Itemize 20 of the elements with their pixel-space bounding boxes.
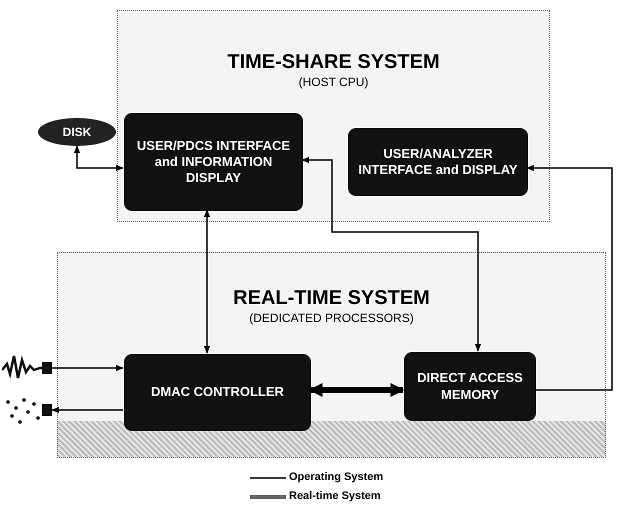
legend-label: Operating System [289, 471, 384, 483]
arrow [52, 364, 124, 372]
arrow [308, 383, 404, 397]
legend-label: Real-time System [289, 490, 381, 502]
panel-title: TIME-SHARE SYSTEM [226, 51, 441, 74]
process-box: DMAC CONTROLLER [124, 354, 311, 431]
process-box: USER/PDCS INTERFACE and INFORMATION DISPLAY [124, 113, 303, 211]
disk-ellipse: DISK [38, 118, 116, 146]
system-panel [57, 252, 606, 458]
arrow [51, 406, 123, 414]
arrow [526, 164, 613, 391]
process-box: USER/ANALYZER INTERFACE and DISPLAY [348, 128, 528, 196]
arrow [74, 145, 124, 172]
panel-title: REAL-TIME SYSTEM [232, 287, 431, 310]
arrow [204, 209, 210, 354]
panel-subtitle: (DEDICATED PROCESSORS) [248, 311, 415, 325]
arrow [301, 156, 482, 352]
system-panel [117, 10, 550, 222]
panel-subtitle: (HOST CPU) [298, 75, 370, 89]
process-box: DIRECT ACCESS MEMORY [404, 352, 536, 421]
